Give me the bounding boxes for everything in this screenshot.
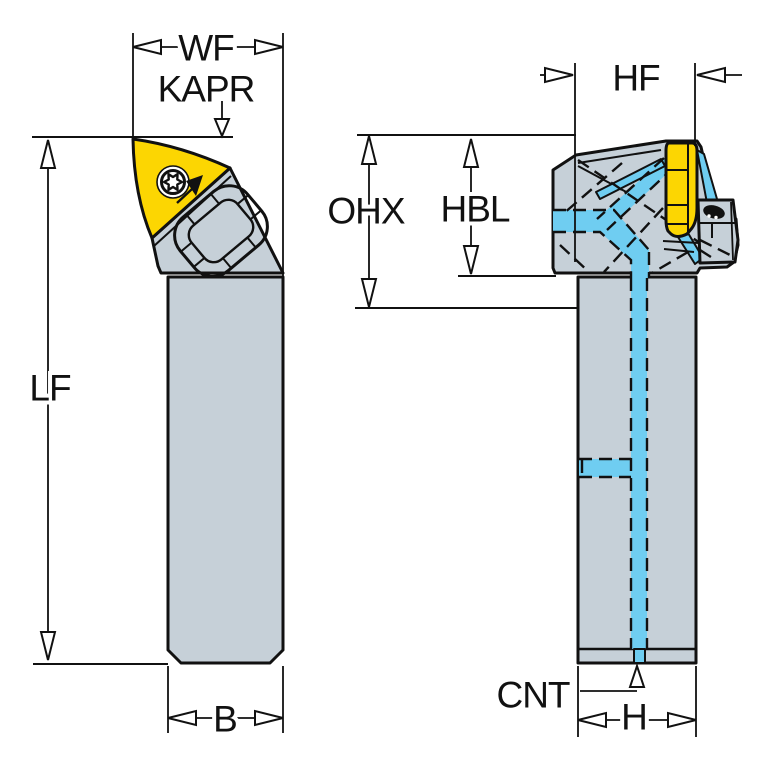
lf-arrowhead-bottom: [39, 631, 57, 661]
screw-highlight-dot: [707, 214, 711, 218]
front-dimensions: WF KAPR LF B: [25, 24, 284, 744]
hf-label: HF: [612, 58, 660, 99]
cnt-label: CNT: [496, 675, 569, 716]
lf-arrowhead-top: [39, 139, 57, 169]
b-arrowhead-left: [167, 709, 197, 727]
insert-geometry-line: [666, 169, 688, 225]
branch-dashed: [579, 457, 631, 479]
side-dimensions: HF OHX HBL CNT H: [323, 54, 742, 742]
clamp-detail-lines: [698, 222, 735, 238]
insert-side: [662, 141, 700, 253]
hbl-arrowhead-bottom: [462, 245, 480, 275]
boss-outer-contour: [173, 184, 269, 278]
clamp-screw-icon: [156, 165, 190, 199]
clamp-hidden-lines: [699, 238, 731, 261]
h-label: H: [621, 697, 647, 738]
kapr-arrowhead: [213, 118, 231, 139]
boss-inner-contour: [187, 198, 255, 264]
hidden-diagonal: [603, 207, 664, 273]
hbl-arrowhead-top: [462, 138, 480, 168]
duct-edge-dashed: [553, 230, 633, 278]
coolant-main-duct: [553, 210, 649, 278]
wf-arrowhead-right: [254, 38, 284, 56]
ohx-arrowhead-top: [360, 135, 378, 165]
ohx-arrowhead-bottom: [360, 278, 378, 308]
head-top-inner-edge: [577, 149, 662, 164]
cutting-direction-arrow-icon: [186, 175, 203, 196]
hidden-diagonal: [562, 162, 623, 215]
cnt-arrowhead: [628, 662, 646, 688]
front-shank: [166, 275, 285, 665]
head-boss: [173, 184, 269, 278]
hf-arrowhead-right: [696, 66, 726, 84]
h-arrowhead-left: [577, 711, 607, 729]
insert-side-body: [664, 141, 699, 238]
side-view: HF OHX HBL CNT H: [323, 54, 742, 742]
cutting-direction-arrow-tail: [176, 188, 193, 204]
clamp-edge-line: [730, 201, 734, 261]
upper-duct-dashed: [596, 157, 675, 231]
hidden-diagonal: [651, 250, 689, 275]
wf-label: WF: [178, 28, 234, 69]
clamp-block: [696, 198, 740, 265]
torx-star-icon: [162, 173, 184, 191]
kapr-label: KAPR: [158, 69, 255, 110]
front-view: WF KAPR LF B: [25, 24, 285, 744]
coolant-shank-duct: [631, 278, 647, 649]
wf-arrowhead-left: [132, 38, 162, 56]
lf-label: LF: [29, 368, 71, 409]
coolant-side-branch: [579, 459, 631, 477]
hbl-label: HBL: [441, 189, 510, 230]
b-label: B: [213, 699, 237, 740]
insert-seat-lines: [662, 240, 700, 253]
screw-highlight-dot: [714, 215, 718, 220]
boss-tick-marks: [180, 193, 262, 269]
duct-edge-dashed: [553, 208, 650, 251]
coolant-exit-stub: [633, 648, 646, 664]
hf-arrowhead-left: [544, 66, 574, 84]
ohx-label: OHX: [327, 191, 405, 232]
h-arrowhead-right: [667, 711, 697, 729]
b-arrowhead-right: [254, 709, 284, 727]
